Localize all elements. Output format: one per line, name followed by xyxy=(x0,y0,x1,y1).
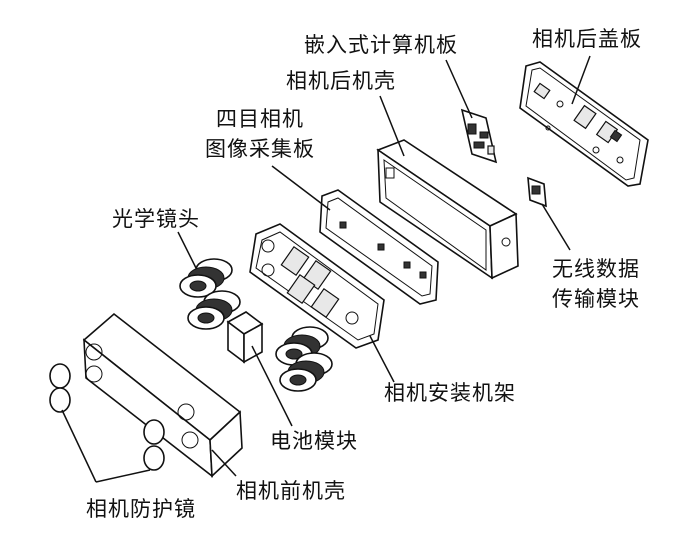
camera-front-shell xyxy=(82,312,243,478)
optical-lens xyxy=(279,352,333,392)
wireless-module xyxy=(527,176,547,208)
camera-mounting-frame xyxy=(249,223,385,349)
label-rear-shell: 相机后机壳 xyxy=(286,69,396,93)
label-embedded-computer-board: 嵌入式计算机板 xyxy=(304,33,458,57)
optical-lens xyxy=(187,290,241,330)
rear-cover-plate xyxy=(519,61,649,187)
label-wireless-line2: 传输模块 xyxy=(552,287,640,311)
embedded-computer-board xyxy=(460,108,498,164)
image-acquisition-board xyxy=(319,189,439,305)
label-wireless-line1: 无线数据 xyxy=(552,257,640,281)
label-optical-lens: 光学镜头 xyxy=(112,207,200,231)
label-acquisition-board-line1: 四目相机 xyxy=(216,107,304,131)
optical-lens-group-right xyxy=(275,326,333,392)
label-mounting-frame: 相机安装机架 xyxy=(384,381,516,405)
optical-lens-group-left xyxy=(179,258,241,330)
battery-module xyxy=(226,311,264,364)
optical-lens xyxy=(179,258,233,298)
label-protective-glass: 相机防护镜 xyxy=(86,497,196,521)
label-rear-cover-plate: 相机后盖板 xyxy=(532,27,642,51)
camera-rear-shell xyxy=(376,139,519,280)
label-battery-module: 电池模块 xyxy=(270,429,358,453)
label-acquisition-board-line2: 图像采集板 xyxy=(205,137,315,161)
protective-glass-group xyxy=(49,363,165,471)
label-front-shell: 相机前机壳 xyxy=(236,479,346,503)
leader-lines xyxy=(61,55,591,483)
